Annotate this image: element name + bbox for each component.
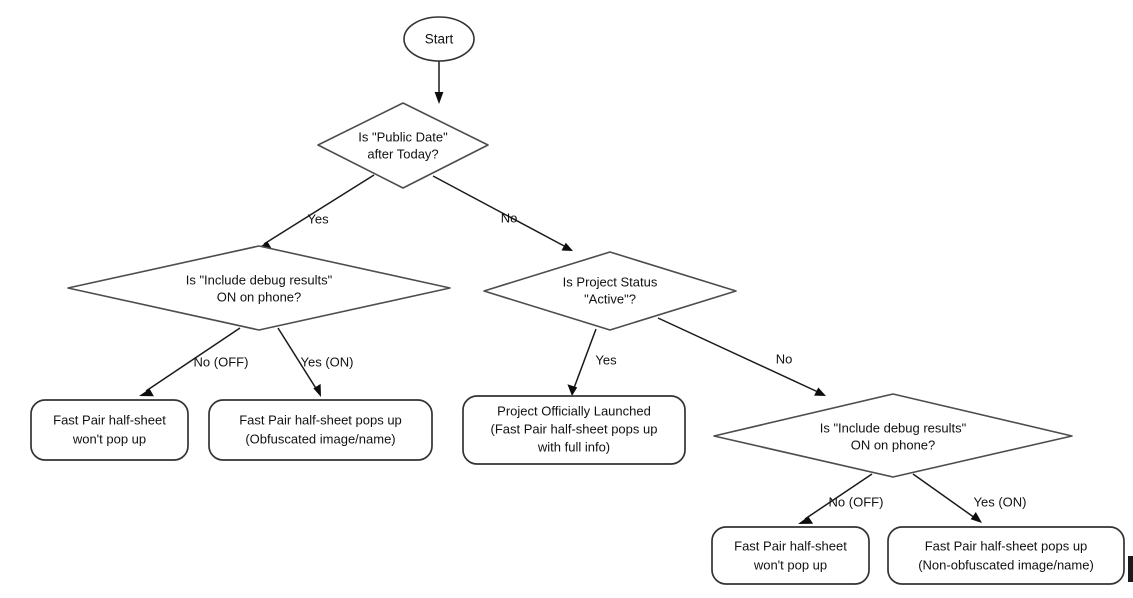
- node-result-launched-line2: (Fast Pair half-sheet pops up: [491, 421, 658, 436]
- node-result-right-off-line1: Fast Pair half-sheet: [734, 538, 847, 553]
- edge-label-yes-public-date: Yes: [307, 211, 329, 226]
- node-result-left-off[interactable]: Fast Pair half-sheet won't pop up: [30, 399, 189, 461]
- edge-label-no-project-status: No: [776, 351, 793, 366]
- node-decision-project-status-line2: "Active"?: [584, 291, 636, 306]
- edge-public-date-no: [432, 175, 573, 251]
- node-result-right-off-line2: won't pop up: [753, 557, 827, 572]
- node-result-right-on-line1: Fast Pair half-sheet pops up: [925, 538, 1088, 553]
- edge-debug-left-off: [139, 327, 241, 397]
- node-decision-debug-right-line1: Is "Include debug results": [820, 420, 967, 435]
- node-decision-debug-left-line2: ON on phone?: [217, 289, 302, 304]
- page-edge-marker: [1128, 556, 1133, 582]
- edge-project-status-yes: [567, 328, 597, 396]
- node-decision-debug-right[interactable]: Is "Include debug results" ON on phone?: [713, 393, 1073, 478]
- node-decision-project-status-line1: Is Project Status: [563, 274, 658, 289]
- node-start-label: Start: [425, 32, 454, 47]
- edge-debug-right-off: [798, 473, 873, 524]
- node-result-left-on-line1: Fast Pair half-sheet pops up: [239, 412, 402, 427]
- edge-debug-right-on: [912, 473, 982, 523]
- node-result-right-on-line2: (Non-obfuscated image/name): [918, 557, 1094, 572]
- edge-label-no-off-left: No (OFF): [194, 354, 249, 369]
- node-decision-public-date[interactable]: Is "Public Date" after Today?: [317, 102, 489, 189]
- node-result-right-off[interactable]: Fast Pair half-sheet won't pop up: [711, 526, 870, 585]
- edge-label-yes-project-status: Yes: [595, 352, 617, 367]
- node-result-left-off-line1: Fast Pair half-sheet: [53, 412, 166, 427]
- node-decision-public-date-line1: Is "Public Date": [358, 129, 448, 144]
- node-result-launched[interactable]: Project Officially Launched (Fast Pair h…: [462, 395, 686, 465]
- node-decision-public-date-line2: after Today?: [367, 146, 438, 161]
- edge-label-group: Yes No No (OFF) Yes (ON) Yes No No (OFF)…: [194, 210, 1027, 509]
- edge-label-yes-on-right: Yes (ON): [974, 494, 1027, 509]
- node-decision-debug-left[interactable]: Is "Include debug results" ON on phone?: [67, 245, 451, 331]
- node-start[interactable]: Start: [403, 16, 475, 62]
- node-result-launched-line1: Project Officially Launched: [497, 403, 651, 418]
- edge-debug-left-on: [277, 327, 321, 397]
- node-result-left-on[interactable]: Fast Pair half-sheet pops up (Obfuscated…: [208, 399, 433, 461]
- node-result-launched-line3: with full info): [537, 439, 610, 454]
- node-result-left-on-line2: (Obfuscated image/name): [245, 431, 395, 446]
- edge-project-status-no: [657, 317, 826, 396]
- edge-start-to-public-date: [434, 61, 444, 104]
- edge-group: [139, 61, 982, 524]
- node-decision-debug-right-line2: ON on phone?: [851, 437, 936, 452]
- edge-label-no-public-date: No: [501, 210, 518, 225]
- node-decision-debug-left-line1: Is "Include debug results": [186, 272, 333, 287]
- node-result-right-on[interactable]: Fast Pair half-sheet pops up (Non-obfusc…: [887, 526, 1125, 585]
- edge-label-yes-on-left: Yes (ON): [301, 354, 354, 369]
- edge-label-no-off-right: No (OFF): [829, 494, 884, 509]
- node-decision-project-status[interactable]: Is Project Status "Active"?: [483, 251, 737, 331]
- node-result-left-off-line2: won't pop up: [72, 431, 146, 446]
